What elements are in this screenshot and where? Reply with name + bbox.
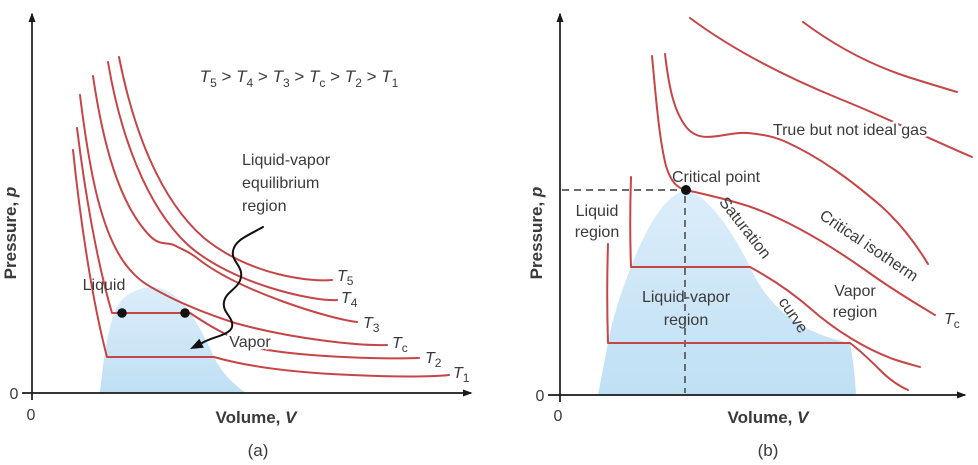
panel-a-caption: (a) [248, 441, 269, 460]
panel-b-liquid-region-label-line2: region [575, 224, 619, 241]
panel-a-isotherm-t3-curve [92, 75, 358, 323]
panel-a-wavy-pointer-arrow [201, 226, 264, 344]
panel-b-critical-temperature-label: Tc [944, 311, 960, 331]
panel-a-isotherm-t5-label: T5 [337, 268, 354, 288]
panel-a-isotherm-t1-curve [72, 149, 450, 378]
panel-b-origin-zero-left: 0 [536, 388, 545, 405]
panel-a-isotherm-t4-label: T4 [341, 290, 358, 310]
panel-a-isotherm-tc-label: Tc [392, 335, 408, 355]
panel-a-equilibrium-label-line1: Liquid-vapor [242, 152, 331, 169]
panel-a-isotherm-tc-curve [79, 94, 388, 347]
panel-b-vapor-region-label-line1: Vapor [834, 283, 876, 300]
panel-b: 0 0 Pressure, p Volume, V (b) True but n… [527, 12, 973, 460]
panel-b-liquid-vapor-region-label-line1: Liquid-vapor [642, 289, 731, 306]
panel-b-critical-isotherm-label: Critical isotherm [816, 207, 921, 285]
panel-a-liquid-boundary-dot [117, 308, 127, 318]
panel-a-origin-zero-left: 0 [10, 386, 19, 403]
panel-a-isotherm-t1-label: T1 [453, 365, 470, 385]
panel-a: 0 0 Pressure, p Volume, V (a) T5 > T4 > … [1, 12, 473, 460]
panel-a-isotherm-t4-curve [107, 61, 338, 302]
panel-b-liquid-vapor-region-label-line2: region [664, 312, 708, 329]
panel-a-vapor-boundary-dot [180, 308, 190, 318]
panel-b-gas-isotherm-top-curve [802, 21, 958, 93]
panel-a-isotherm-t2-curve [76, 127, 420, 360]
panel-a-temperature-inequality: T5 > T4 > T3 > Tc > T2 > T1 [200, 67, 399, 90]
panel-a-liquid-label: Liquid [83, 277, 126, 294]
panel-b-critical-isotherm-curve [651, 55, 936, 316]
panel-b-origin-zero-bottom: 0 [554, 408, 563, 425]
panel-b-true-gas-label: True but not ideal gas [773, 122, 927, 139]
panel-a-isotherm-t5-curve [118, 56, 333, 282]
panel-b-y-axis-label: Pressure, p [527, 187, 546, 280]
panel-b-liquid-region-label-line1: Liquid [576, 203, 619, 220]
panel-a-y-axis-label: Pressure, p [1, 187, 20, 280]
panel-b-caption: (b) [758, 441, 779, 460]
panel-b-vapor-region-label-line2: region [833, 304, 877, 321]
panel-a-x-axis-label: Volume, V [216, 408, 299, 427]
panel-a-pointer-arrowhead-icon [190, 338, 204, 349]
panel-a-equilibrium-label-line3: region [242, 198, 286, 215]
panel-b-gas-isotherm-second-curve [689, 17, 973, 158]
panel-a-origin-zero-bottom: 0 [27, 407, 36, 424]
panel-b-x-axis-label: Volume, V [728, 408, 811, 427]
panel-b-subcritical-isotherm-lower-curve [606, 243, 909, 391]
panel-a-isotherm-t2-label: T2 [425, 350, 442, 370]
panel-a-vapor-label: Vapor [229, 334, 271, 351]
panel-a-equilibrium-label-line2: equilibrium [242, 175, 319, 192]
panel-b-subcritical-isotherm-upper-curve [629, 176, 921, 368]
panel-b-critical-point-label: Critical point [672, 169, 761, 186]
panel-a-isotherm-t3-label: T3 [363, 315, 380, 335]
panel-b-above-critical-isotherm-curve [664, 53, 929, 265]
panel-b-critical-point-dot [681, 185, 691, 195]
